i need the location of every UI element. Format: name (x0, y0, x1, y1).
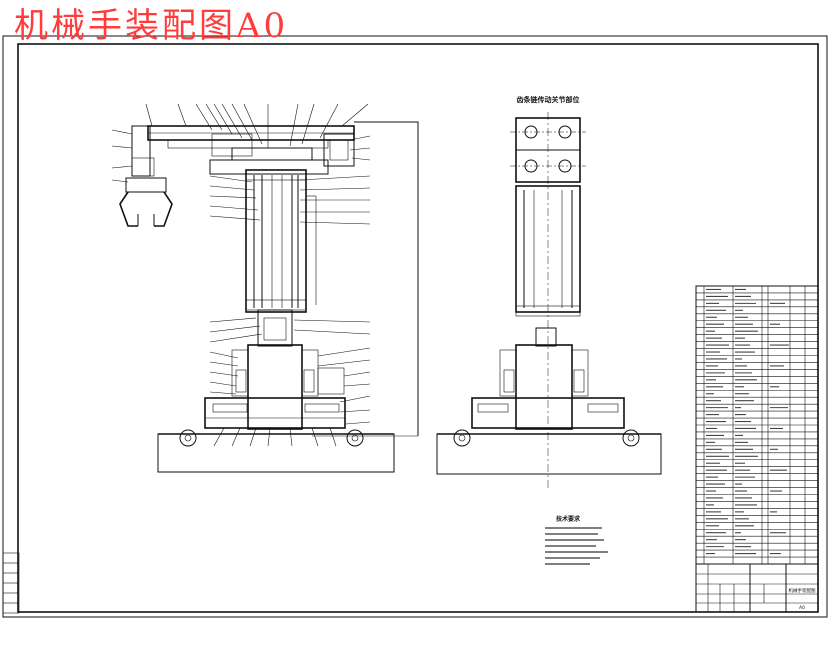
vertical-column (245, 169, 307, 313)
title-block-name: 机械手装配图 (789, 587, 816, 594)
side-revision-table (2, 552, 20, 614)
outer-frame (2, 35, 828, 618)
wheel-left (179, 429, 197, 447)
main-assembly-view (111, 103, 419, 473)
technical-notes: 技术要求 (545, 515, 608, 565)
drawing-title: 机械手装配图A0 (14, 6, 289, 46)
ground-base-left (157, 433, 395, 473)
title-block-number: A0 (799, 605, 805, 611)
base-housing (204, 397, 346, 429)
gripper (125, 177, 167, 193)
title-block: 机械手装配图 A0 (695, 563, 819, 613)
wheel-right (346, 429, 364, 447)
notes-heading: 技术要求 (556, 515, 581, 523)
side-assembly-view: 齿条链传动关节部位 (436, 95, 662, 490)
lower-column (247, 344, 303, 430)
ground-base-right (436, 433, 662, 475)
side-view-title: 齿条链传动关节部位 (517, 95, 580, 104)
parts-list (695, 285, 819, 565)
